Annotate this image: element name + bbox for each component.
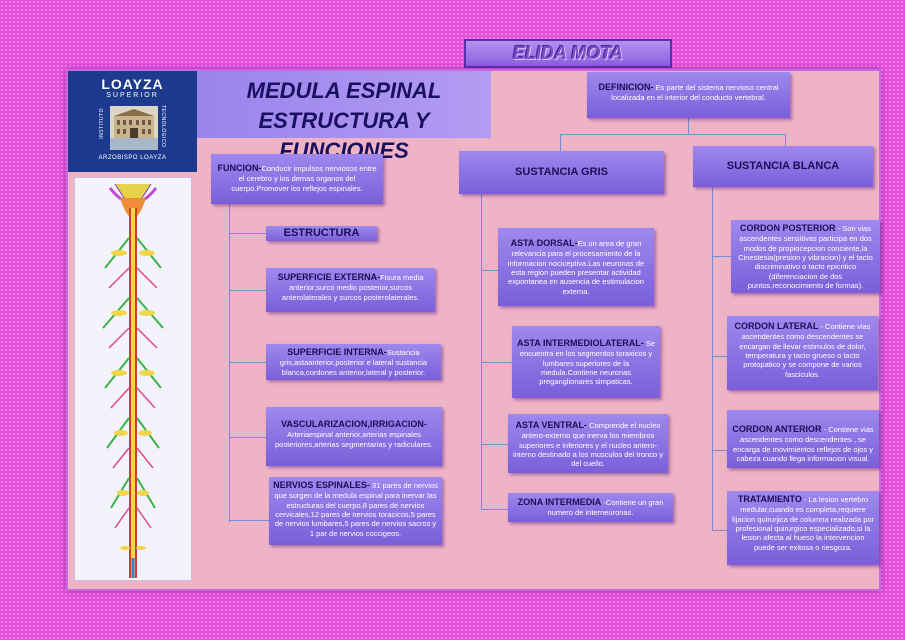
vascularizacion-text: Arteriaespinal anterior,arterias espinal… bbox=[275, 430, 433, 449]
zona-intermedia-text: -Contiene un gran numero de interneurona… bbox=[547, 498, 664, 518]
superficie-externa-label: SUPERFICIE EXTERNA- bbox=[277, 272, 381, 282]
title-line-1: MEDULA ESPINAL bbox=[246, 78, 442, 103]
connector-line bbox=[229, 362, 266, 363]
asta-intermediolateral-text: Se encuentra en los segmentos toraxicos … bbox=[519, 339, 656, 387]
funcion-label: FUNCION- bbox=[217, 163, 262, 173]
connector-line bbox=[229, 520, 269, 521]
nervios-espinales-box: NERVIOS ESPINALES- 31 pares de nervios q… bbox=[269, 477, 442, 545]
funcion-box: FUNCION-Conducir impulsos nerviosos entr… bbox=[211, 154, 383, 204]
estructura-header: ESTRUCTURA bbox=[266, 226, 377, 241]
vascularizacion-label: VASCULARIZACION,IRRIGACION- bbox=[281, 419, 427, 429]
funcion-text: Conducir impulsos nerviosos entre el cer… bbox=[231, 164, 377, 193]
superficie-interna-label: SUPERFICIE INTERNA- bbox=[287, 347, 387, 357]
connector-line bbox=[785, 134, 786, 146]
asta-dorsal-box: ASTA DORSAL-Es un area de gran relevanci… bbox=[498, 228, 654, 306]
logo-name: LOAYZA bbox=[101, 76, 164, 92]
connector-line bbox=[560, 134, 561, 151]
connector-line bbox=[712, 256, 731, 257]
cordon-anterior-label: CORDON ANTERIOR bbox=[732, 424, 822, 434]
vascularizacion-box: VASCULARIZACION,IRRIGACION-Arteriaespina… bbox=[266, 407, 442, 466]
superficie-externa-text: Fisura media anterior,surco medio poster… bbox=[281, 273, 424, 302]
nervios-espinales-text: 31 pares de nervios que surgen de la med… bbox=[274, 481, 438, 538]
nervios-espinales-label: NERVIOS ESPINALES- bbox=[273, 480, 370, 490]
cordon-lateral-label: CORDON LATERAL bbox=[734, 321, 819, 331]
cordon-anterior-box: CORDON ANTERIOR - Contiene vias ascenden… bbox=[727, 410, 879, 468]
connector-line bbox=[481, 509, 508, 510]
connector-line bbox=[712, 356, 727, 357]
connector-line bbox=[481, 362, 512, 363]
author-name: ELIDA MOTA GUTIERREZ bbox=[464, 39, 672, 88]
asta-dorsal-label: ASTA DORSAL- bbox=[510, 238, 578, 248]
asta-ventral-box: ASTA VENTRAL- Comprende el nucleo antero… bbox=[508, 414, 668, 473]
zona-intermedia-box: ZONA INTERMEDIA -Contiene un gran numero… bbox=[508, 493, 673, 522]
cordon-posterior-box: CORDON POSTERIOR - Son vias ascendentes … bbox=[731, 220, 880, 293]
spinal-cord-illustration bbox=[74, 177, 192, 581]
connector-line bbox=[688, 118, 689, 134]
definicion-label: DEFINICION- bbox=[598, 82, 654, 92]
superficie-interna-box: SUPERFICIE INTERNA-Sustancia gris,astaan… bbox=[266, 344, 441, 380]
zona-intermedia-label: ZONA INTERMEDIA bbox=[517, 497, 602, 507]
logo-left-text: INSTITUTO bbox=[99, 108, 105, 139]
superficie-interna-text: Sustancia gris,astaanterior,posterior e … bbox=[279, 348, 428, 377]
connector-line bbox=[229, 290, 266, 291]
sustancia-blanca-header: SUSTANCIA BLANCA bbox=[693, 146, 873, 187]
definicion-text: Es parte del sistema nervioso central lo… bbox=[611, 83, 779, 103]
connector-line bbox=[481, 270, 498, 271]
connector-line bbox=[229, 204, 230, 522]
logo-bottom-text: ARZOBISPO LOAYZA bbox=[98, 155, 167, 161]
tratamiento-box: TRATAMIENTO - La lesion vertebro medular… bbox=[727, 491, 879, 565]
connector-line bbox=[712, 187, 713, 530]
cordon-anterior-text: - Contiene vias ascendentes como descend… bbox=[732, 425, 874, 463]
asta-intermediolateral-box: ASTA INTERMEDIOLATERAL- Se encuentra en … bbox=[512, 326, 660, 398]
connector-line bbox=[481, 194, 482, 510]
connector-line bbox=[712, 530, 727, 531]
tratamiento-label: TRATAMIENTO bbox=[737, 494, 802, 504]
cordon-posterior-label: CORDON POSTERIOR bbox=[740, 223, 836, 233]
cordon-lateral-text: - Contiene vias ascendentes como descend… bbox=[739, 322, 871, 379]
logo-right-text: TECNOLÓGICO bbox=[160, 105, 166, 148]
institution-logo: LOAYZA SUPERIOR INSTITUTO TECNOLÓGICO AR… bbox=[68, 71, 197, 172]
cordon-lateral-box: CORDON LATERAL - Contiene vias ascendent… bbox=[727, 316, 878, 390]
superficie-externa-box: SUPERFICIE EXTERNA-Fisura media anterior… bbox=[266, 268, 435, 312]
asta-intermediolateral-label: ASTA INTERMEDIOLATERAL- bbox=[516, 338, 644, 348]
definicion-box: DEFINICION- Es parte del sistema nervios… bbox=[587, 72, 790, 118]
sustancia-gris-header: SUSTANCIA GRIS bbox=[459, 151, 664, 194]
connector-line bbox=[229, 437, 266, 438]
cordon-posterior-text: - Son vias ascendentes sensitivas partic… bbox=[738, 224, 873, 291]
page-title: MEDULA ESPINAL ESTRUCTURA Y FUNCIONES bbox=[197, 71, 491, 163]
asta-ventral-text: Comprende el nucleo antero-externo que i… bbox=[512, 421, 664, 469]
building-icon bbox=[110, 106, 158, 150]
connector-line bbox=[712, 450, 727, 451]
connector-line bbox=[481, 444, 508, 445]
connector-line bbox=[229, 233, 266, 234]
asta-dorsal-text: Es un area de gran relevancia para el pr… bbox=[507, 239, 645, 296]
asta-ventral-label: ASTA VENTRAL- bbox=[515, 420, 588, 430]
logo-subtitle: SUPERIOR bbox=[106, 92, 159, 99]
spinal-cord-icon bbox=[102, 183, 164, 578]
connector-line bbox=[560, 134, 785, 135]
tratamiento-text: - La lesion vertebro medular,cuando es c… bbox=[731, 495, 875, 552]
